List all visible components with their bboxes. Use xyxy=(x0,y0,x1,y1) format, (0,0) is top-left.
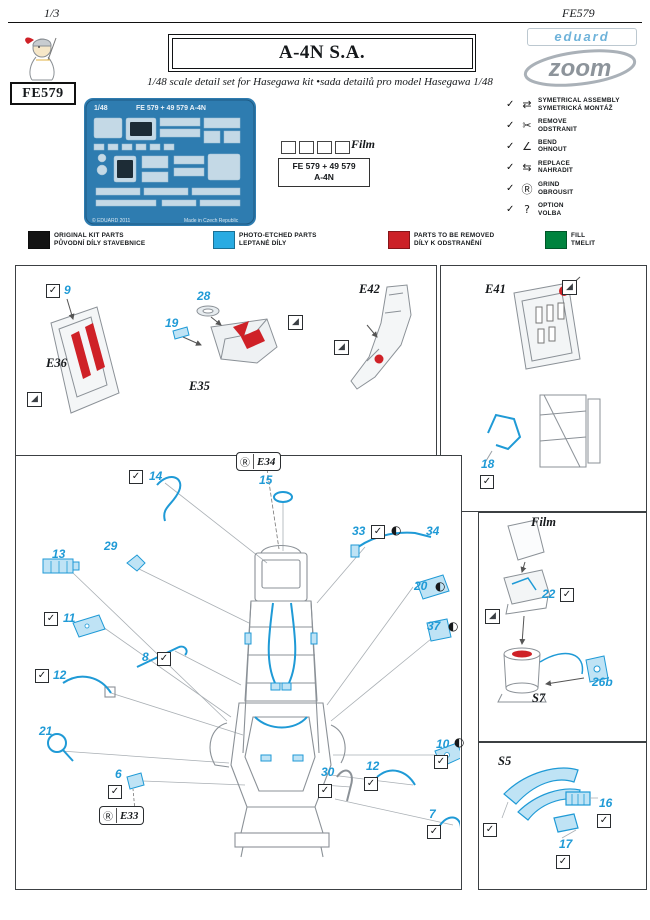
seat-line-art xyxy=(104,544,346,858)
fret-parts xyxy=(93,117,241,207)
check-icon: ✓ xyxy=(506,120,515,132)
svg-text:1/48: 1/48 xyxy=(94,105,108,112)
svg-text:FE 579 + 49 579 A-4N: FE 579 + 49 579 A-4N xyxy=(136,105,206,112)
zoom-logo: zoom xyxy=(523,49,637,87)
film-frame xyxy=(299,141,314,154)
replace-icon: ⇆ xyxy=(522,160,532,174)
film-frame xyxy=(281,141,296,154)
svg-text:© EDUARD 2011: © EDUARD 2011 xyxy=(92,217,131,224)
red-removed-parts xyxy=(71,321,384,379)
eduard-logo: eduard xyxy=(527,28,637,46)
drawing-s5 xyxy=(501,767,598,839)
svg-text:zoom: zoom xyxy=(548,55,612,82)
color-swatch xyxy=(28,231,50,249)
drawing-film-s7 xyxy=(497,519,609,703)
leader-lines xyxy=(60,468,454,826)
page-number: 1/3 xyxy=(44,6,60,20)
check-icon: ✓ xyxy=(506,204,515,216)
fret-dark-panels xyxy=(117,122,152,178)
pe-fret-photo: 1/48 FE 579 + 49 579 A-4N xyxy=(84,98,256,226)
check-icon: ✓ xyxy=(506,140,515,152)
assembly-box-main-seat xyxy=(15,455,462,890)
option-icon: ? xyxy=(524,203,530,217)
pe-parts-blue-outline xyxy=(47,476,460,830)
symmetrical-assembly-icon: ⇄ xyxy=(522,98,532,112)
set-code-box: FE579 xyxy=(10,82,76,105)
check-icon: ✓ xyxy=(506,161,515,173)
remove-icon: ✂ xyxy=(522,119,532,133)
color-swatch xyxy=(545,231,567,249)
svg-text:Made in Czech Republic: Made in Czech Republic xyxy=(184,218,239,224)
check-icon: ✓ xyxy=(506,99,515,111)
drawing-e41 xyxy=(485,276,601,468)
film-code-line1: FE 579 + 49 579 xyxy=(292,161,356,171)
page-title: A-4N S.A. xyxy=(278,41,366,63)
title-box: A-4N S.A. xyxy=(168,34,476,72)
film-code-box: FE 579 + 49 579 A-4N xyxy=(278,158,370,187)
film-code-line2: A-4N xyxy=(314,172,334,183)
check-icon: ✓ xyxy=(506,183,515,194)
drawing-main-seat xyxy=(42,468,460,858)
film-frame xyxy=(317,141,332,154)
sheet-code: FE579 xyxy=(562,6,595,20)
drawing-e36-e35-e42 xyxy=(50,284,412,414)
film-label: Film xyxy=(351,137,376,151)
assembly-box-film-s7 xyxy=(478,512,647,742)
subtitle: 1/48 scale detail set for Hasegawa kit •… xyxy=(147,76,493,88)
bend-icon: ∠ xyxy=(522,139,532,153)
eduard-knight-mascot xyxy=(25,37,57,81)
grind-icon: Ⓡ xyxy=(521,182,533,196)
color-swatch xyxy=(213,231,235,249)
film-frames xyxy=(281,141,353,154)
color-swatch xyxy=(388,231,410,249)
header-rule xyxy=(8,22,642,23)
film-frame xyxy=(335,141,350,154)
